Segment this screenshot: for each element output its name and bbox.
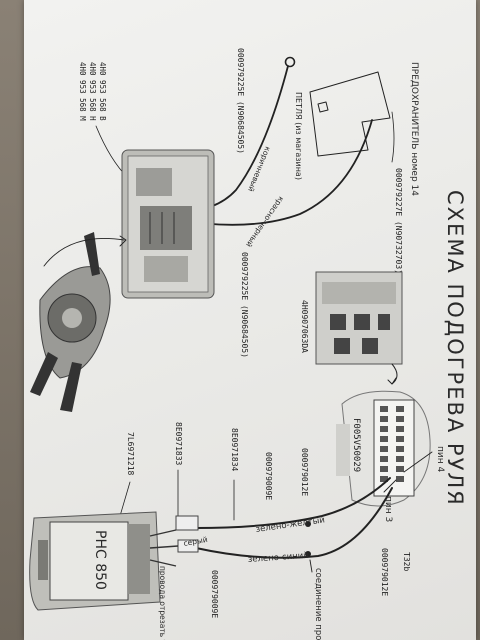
red-black-wire-label: красно-черный [244, 195, 286, 249]
connector-code: F005V50029 [351, 418, 361, 472]
fuse-wire [175, 119, 373, 226]
small-connectors [175, 515, 199, 553]
fuse-label: ПРЕДОХРАНИТЕЛЬ номер 14 [409, 62, 419, 196]
part-8e0971833: 8E0971833 [174, 422, 183, 466]
lower-wires [195, 477, 393, 559]
fuse-part-number: 000979227E (N90732703) [394, 168, 403, 274]
socket-part-number: 000979225E (N90684505) [240, 252, 249, 358]
part-7l6971218: 7L6971218 [126, 432, 135, 476]
connector-side-part-bottom: 000979012E [380, 548, 389, 596]
column-part-2: 4H0 953 568 H [88, 62, 97, 121]
column-switch-part-list: 4H0 953 568 B 4H0 953 568 H 4H0 953 568 … [78, 62, 107, 121]
pin-3-label: пин 3 [383, 496, 393, 522]
part-green-blue: 000979009E [210, 570, 219, 618]
fuse-box [309, 71, 391, 157]
loop-label: ПЕТЛЯ (из магазина) [294, 92, 303, 180]
connector-t32b [336, 390, 431, 507]
green-yellow-label: зелено-желтый [255, 515, 325, 535]
column-part-3: 4H0 953 568 M [78, 62, 87, 121]
green-blue-label: зелено-синий [248, 551, 310, 565]
column-switch-image [30, 232, 111, 412]
connector-side-part-top: 000979012E [300, 448, 309, 496]
module-part-number: 4H0907063DA [300, 300, 309, 353]
relay-socket-image [121, 149, 215, 299]
diagram-title: СХЕМА ПОДОГРЕВА РУЛЯ [443, 190, 467, 507]
loop-part-number: 000979225E (N90684505) [236, 48, 245, 154]
grey-wire-label: серый [183, 535, 209, 548]
control-unit-image [29, 511, 179, 611]
connector-part-number: T32b [402, 552, 411, 571]
joint-label: соединение проводов [313, 568, 323, 640]
control-unit-display: PHC 850 [92, 530, 108, 590]
column-part-1: 4H0 953 568 B [98, 62, 107, 121]
module-image [315, 271, 403, 365]
pin-4-label: пин 4 [435, 446, 445, 472]
part-green-yellow: 000979009E [264, 452, 273, 500]
part-8e0971834: 8E0971834 [230, 428, 239, 472]
cut-wires-label: провода отрезать тонкие [158, 566, 167, 640]
